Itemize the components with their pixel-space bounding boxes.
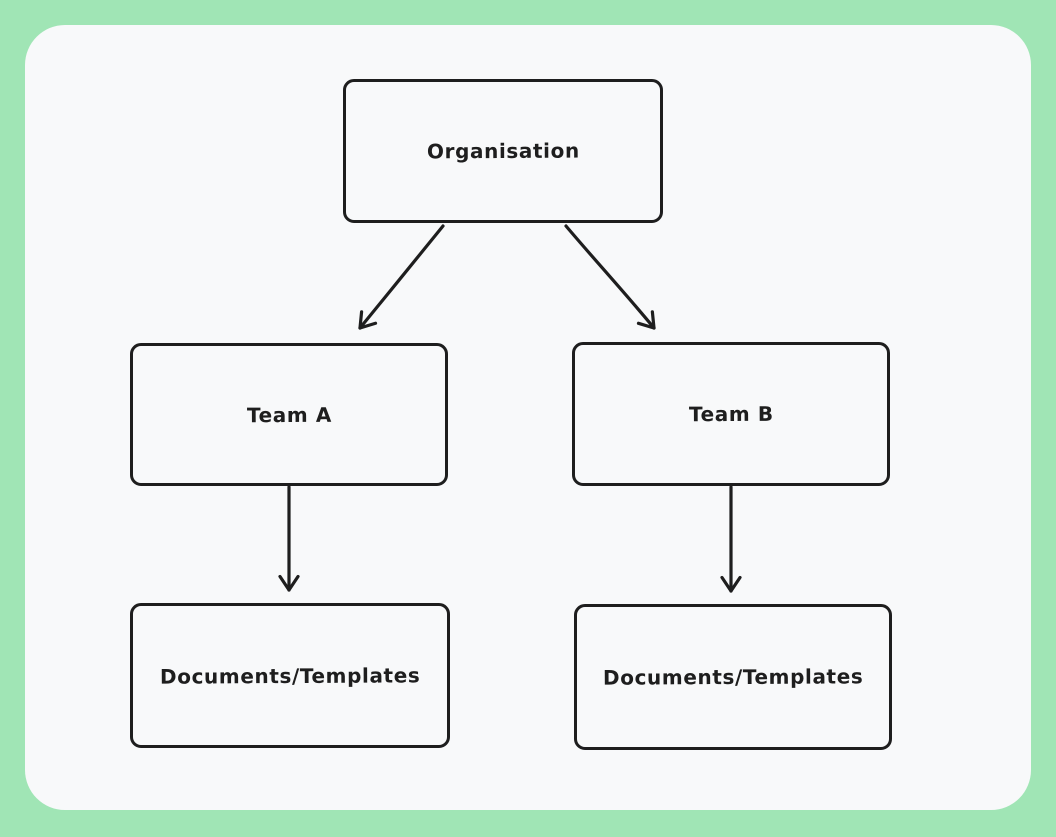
node-team-a: Team A — [130, 343, 448, 486]
node-team-b-label: Team B — [688, 401, 774, 427]
node-documents-templates-a-label: Documents/Templates — [159, 662, 421, 689]
node-documents-templates-b: Documents/Templates — [574, 604, 892, 750]
node-documents-templates-b-label: Documents/Templates — [602, 664, 864, 690]
node-team-b: Team B — [572, 342, 890, 486]
arrow-organisation-to-team-b — [564, 224, 656, 330]
node-organisation-label: Organisation — [426, 138, 580, 164]
node-organisation: Organisation — [343, 79, 663, 223]
arrow-organisation-to-team-a — [358, 224, 445, 330]
node-team-a-label: Team A — [246, 402, 332, 427]
node-documents-templates-a: Documents/Templates — [130, 603, 450, 748]
diagram-canvas: Organisation Team A Team B Documents/Tem… — [25, 25, 1031, 810]
